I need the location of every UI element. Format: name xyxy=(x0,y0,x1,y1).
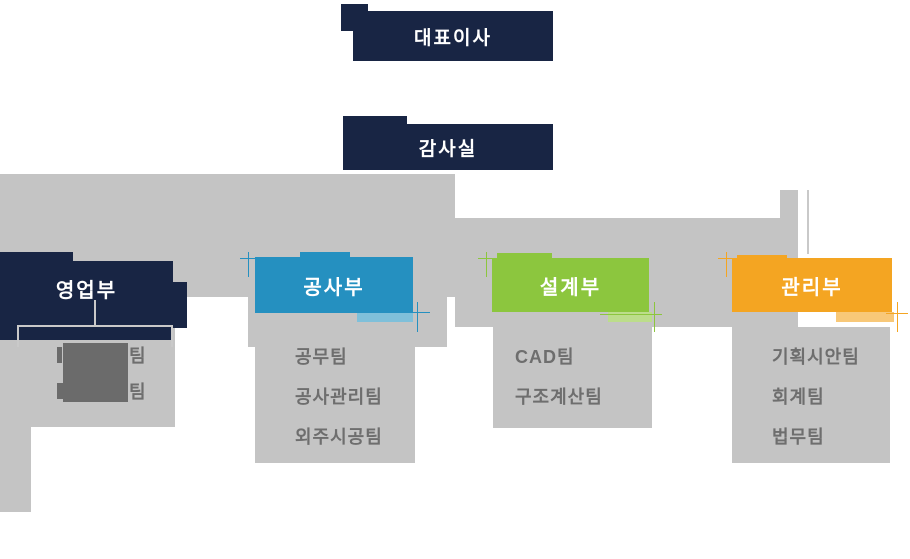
placeholder-block xyxy=(780,190,798,218)
dept-construction-offset-bottom xyxy=(357,312,413,322)
crosshair-line xyxy=(486,252,487,277)
text-fragment xyxy=(57,347,62,363)
crosshair-line xyxy=(417,302,418,332)
team-label: 공무팀 xyxy=(295,347,348,367)
team-label: 법무팀 xyxy=(772,427,825,447)
crosshair-line xyxy=(478,258,500,259)
placeholder-block xyxy=(0,427,31,512)
dept-box-management: 관리부 xyxy=(732,258,892,312)
connector-line xyxy=(17,325,173,327)
crosshair-line xyxy=(600,314,662,315)
connector-line xyxy=(807,190,809,254)
team-label-fragment: 팀 xyxy=(129,346,147,366)
crosshair-line xyxy=(886,313,908,314)
dept-construction-label: 공사부 xyxy=(303,276,365,299)
dept-sales-label: 영업부 xyxy=(55,280,118,302)
dept-design-label: 설계부 xyxy=(539,276,602,299)
dept-design-offset-bottom xyxy=(608,312,652,322)
ceo-box: 대표이사 xyxy=(353,11,553,61)
dept-management-offset-top xyxy=(737,255,787,260)
dept-sales-offset-rect xyxy=(173,282,187,328)
dept-management-label: 관리부 xyxy=(781,276,843,299)
crosshair-line xyxy=(726,252,727,277)
dept-management-offset-bottom xyxy=(836,312,894,322)
connector-line xyxy=(94,300,96,326)
connector-line xyxy=(171,325,173,347)
crosshair-line xyxy=(718,258,740,259)
redaction-overlay xyxy=(63,343,128,402)
audit-label: 감사실 xyxy=(418,138,478,160)
audit-box: 감사실 xyxy=(343,124,553,170)
dept-construction-offset-top xyxy=(300,252,350,259)
placeholder-block xyxy=(255,347,415,463)
team-label: 공사관리팀 xyxy=(295,387,383,407)
team-label: 회계팀 xyxy=(772,387,825,407)
connector-line xyxy=(17,325,19,347)
dept-design-offset-top xyxy=(497,253,552,259)
crosshair-line xyxy=(405,312,430,313)
placeholder-block xyxy=(732,327,890,463)
team-label-fragment: 팀 xyxy=(129,382,147,402)
team-label: 구조계산팀 xyxy=(515,387,603,407)
dept-box-sales: 영업부 xyxy=(0,261,173,340)
crosshair-line xyxy=(654,302,655,332)
team-label: 기획시안팀 xyxy=(772,347,860,367)
dept-box-construction: 공사부 xyxy=(255,257,413,313)
text-fragment xyxy=(57,383,63,399)
team-label: CAD팀 xyxy=(515,347,575,367)
ceo-label: 대표이사 xyxy=(414,27,492,49)
team-label: 외주시공팀 xyxy=(295,427,383,447)
crosshair-line xyxy=(240,258,262,259)
placeholder-block xyxy=(493,327,652,428)
crosshair-line xyxy=(897,302,898,332)
crosshair-line xyxy=(248,252,249,277)
dept-box-design: 설계부 xyxy=(492,258,649,312)
